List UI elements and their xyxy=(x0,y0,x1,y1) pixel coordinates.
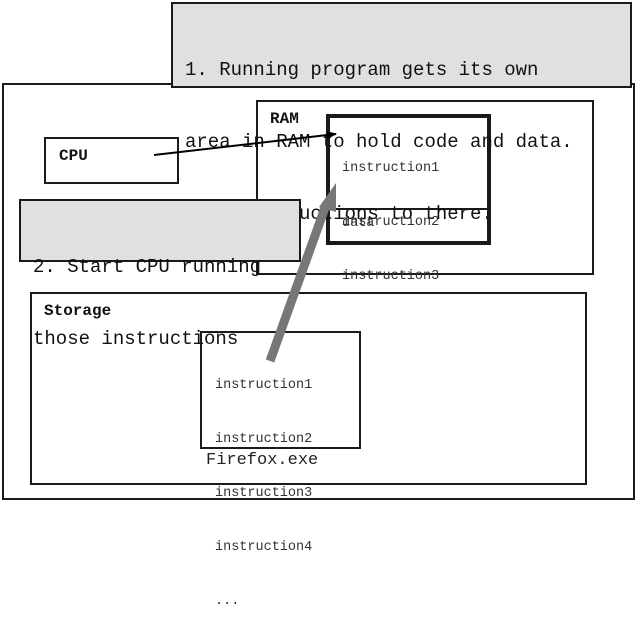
file-code-line: instruction2 xyxy=(215,432,313,447)
file-code-line: ... xyxy=(215,594,240,609)
file-code-line: instruction4 xyxy=(215,540,313,555)
ram-code-line: instruction3 xyxy=(342,269,440,284)
callout-step-1: 1. Running program gets its own area in … xyxy=(171,2,632,225)
callout-step-2-line: those instructions xyxy=(33,328,239,350)
callout-step-2-line: 2. Start CPU running xyxy=(33,256,262,278)
file-code-line: instruction1 xyxy=(215,378,313,393)
callout-step-1-line: area in RAM to hold code and data. xyxy=(185,131,573,153)
file-name: Firefox.exe xyxy=(206,451,319,470)
file-code-line: instruction3 xyxy=(215,486,313,501)
ram-program-area xyxy=(326,114,491,245)
cpu-label: CPU xyxy=(59,147,88,165)
ram-code-line: instruction2 xyxy=(342,215,440,230)
storage-label: Storage xyxy=(44,302,112,320)
callout-step-2: 2. Start CPU running those instructions xyxy=(19,199,301,350)
ram-area-divider xyxy=(328,208,489,210)
ram-code-line: instruction1 xyxy=(342,161,440,176)
ram-data-label: data xyxy=(342,216,375,231)
callout-step-1-line: 1. Running program gets its own xyxy=(185,59,539,81)
file-code-lines: instruction1 instruction2 instruction3 i… xyxy=(215,341,312,629)
ram-label: RAM xyxy=(270,110,299,128)
